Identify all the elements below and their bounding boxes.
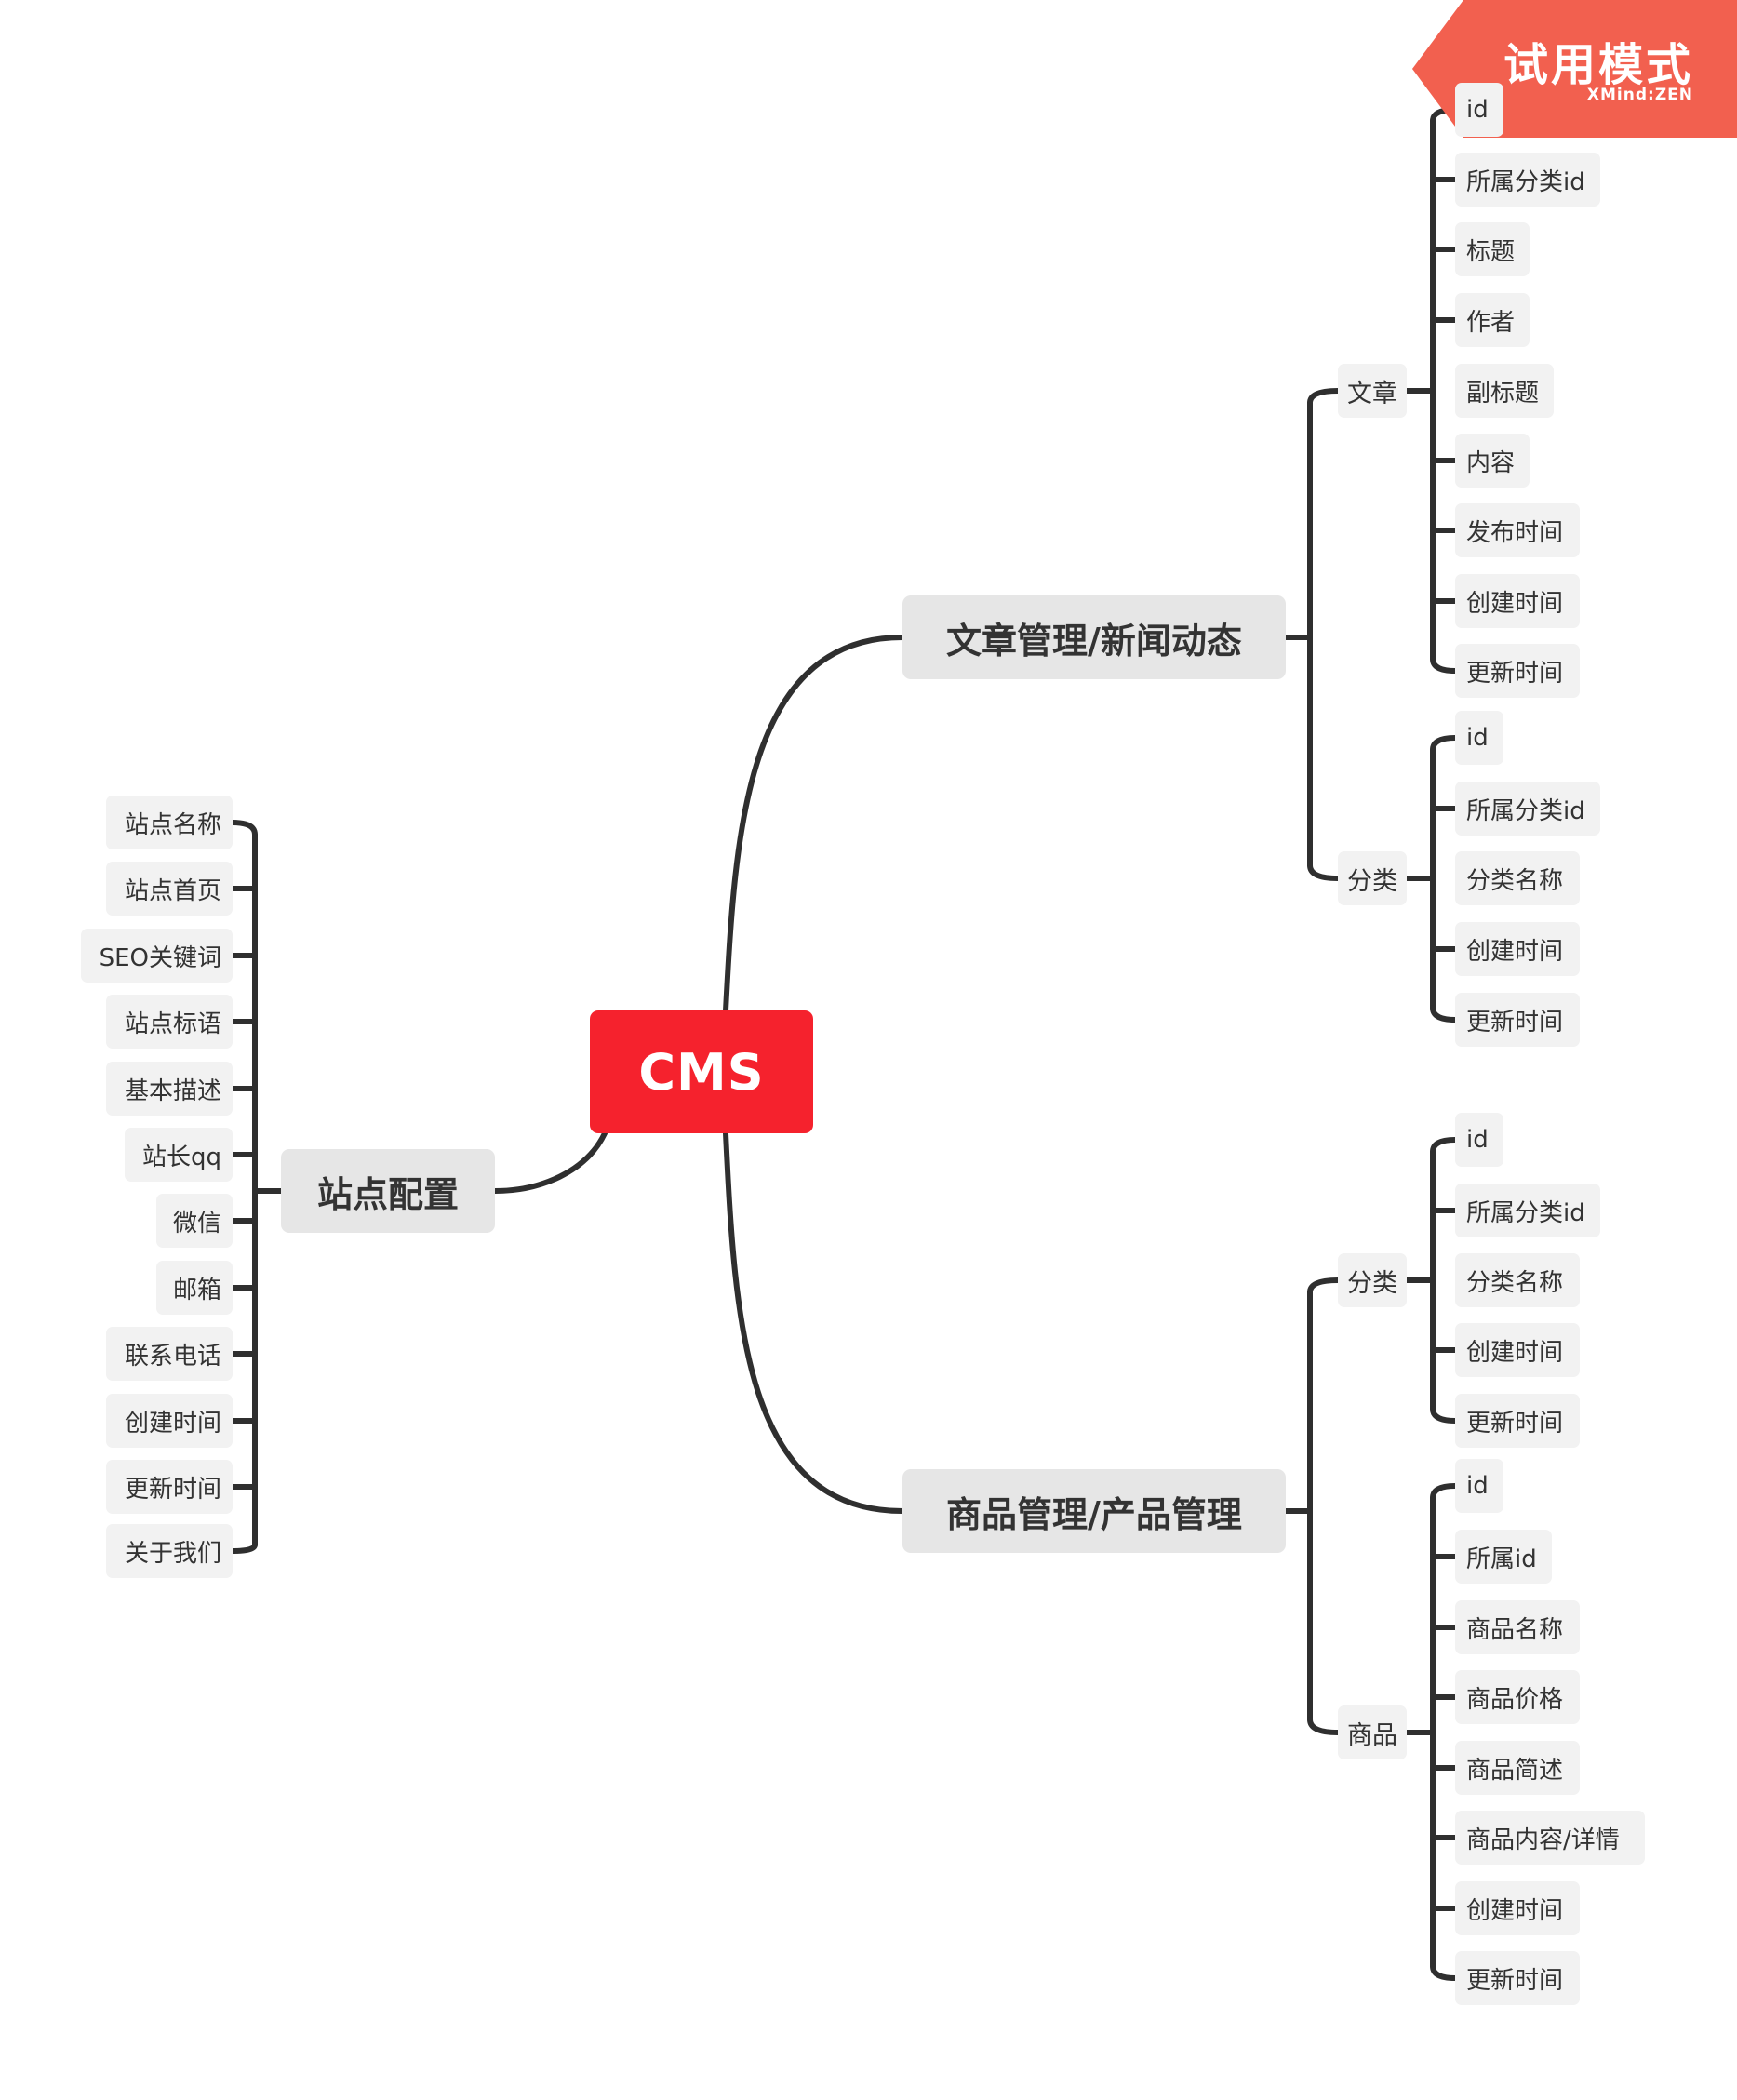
leaf-about-us[interactable]: 关于我们 xyxy=(106,1524,233,1578)
leaf-basic-description[interactable]: 基本描述 xyxy=(106,1062,233,1116)
main-topic-product-management[interactable]: 商品管理/产品管理 xyxy=(902,1469,1286,1553)
subtopic-product-category[interactable]: 分类 xyxy=(1338,1253,1407,1307)
leaf-article-cat-name[interactable]: 分类名称 xyxy=(1455,851,1580,905)
leaf-product-id[interactable]: id xyxy=(1455,1459,1503,1513)
leaf-article-publish-time[interactable]: 发布时间 xyxy=(1455,503,1580,557)
leaf-wechat[interactable]: 微信 xyxy=(156,1194,233,1248)
leaf-email[interactable]: 邮箱 xyxy=(156,1261,233,1315)
leaf-contact-phone[interactable]: 联系电话 xyxy=(106,1327,233,1381)
main-topic-article-management[interactable]: 文章管理/新闻动态 xyxy=(902,595,1286,679)
trial-mode-title: 试用模式 xyxy=(1503,39,1693,91)
leaf-site-created-time[interactable]: 创建时间 xyxy=(106,1394,233,1448)
main-topic-site-config[interactable]: 站点配置 xyxy=(281,1149,495,1233)
subtopic-article-category[interactable]: 分类 xyxy=(1338,851,1407,905)
leaf-site-name[interactable]: 站点名称 xyxy=(106,796,233,849)
subtopic-article[interactable]: 文章 xyxy=(1338,364,1407,418)
leaf-product-created-time[interactable]: 创建时间 xyxy=(1455,1881,1580,1935)
leaf-product-updated-time[interactable]: 更新时间 xyxy=(1455,1951,1580,2005)
leaf-product-summary[interactable]: 商品简述 xyxy=(1455,1741,1580,1795)
leaf-product-parent-id[interactable]: 所属id xyxy=(1455,1530,1552,1584)
leaf-seo-keywords[interactable]: SEO关键词 xyxy=(81,929,233,983)
leaf-site-slogan[interactable]: 站点标语 xyxy=(106,995,233,1049)
leaf-article-cat-parent-id[interactable]: 所属分类id xyxy=(1455,782,1600,836)
leaf-admin-qq[interactable]: 站长qq xyxy=(125,1128,233,1182)
leaf-product-cat-created-time[interactable]: 创建时间 xyxy=(1455,1323,1580,1377)
subtopic-product[interactable]: 商品 xyxy=(1338,1705,1407,1759)
leaf-site-homepage[interactable]: 站点首页 xyxy=(106,862,233,916)
leaf-site-updated-time[interactable]: 更新时间 xyxy=(106,1460,233,1514)
leaf-article-cat-id[interactable]: id xyxy=(1455,711,1503,765)
leaf-article-cat-updated-time[interactable]: 更新时间 xyxy=(1455,993,1580,1047)
leaf-article-subtitle[interactable]: 副标题 xyxy=(1455,364,1554,418)
leaf-product-cat-updated-time[interactable]: 更新时间 xyxy=(1455,1394,1580,1448)
leaf-article-title[interactable]: 标题 xyxy=(1455,222,1530,276)
leaf-article-cat-created-time[interactable]: 创建时间 xyxy=(1455,922,1580,976)
leaf-article-updated-time[interactable]: 更新时间 xyxy=(1455,644,1580,698)
leaf-article-author[interactable]: 作者 xyxy=(1455,293,1530,347)
leaf-product-name[interactable]: 商品名称 xyxy=(1455,1600,1580,1654)
leaf-product-cat-id[interactable]: id xyxy=(1455,1113,1503,1167)
leaf-article-id[interactable]: id xyxy=(1455,83,1503,137)
leaf-article-content[interactable]: 内容 xyxy=(1455,434,1530,488)
leaf-product-details[interactable]: 商品内容/详情 xyxy=(1455,1811,1645,1865)
leaf-product-cat-name[interactable]: 分类名称 xyxy=(1455,1253,1580,1307)
leaf-article-created-time[interactable]: 创建时间 xyxy=(1455,574,1580,628)
leaf-product-cat-parent-id[interactable]: 所属分类id xyxy=(1455,1184,1600,1237)
central-topic-cms[interactable]: CMS xyxy=(590,1010,813,1133)
xmind-brand-label: XMind:ZEN xyxy=(1586,86,1693,104)
leaf-product-price[interactable]: 商品价格 xyxy=(1455,1670,1580,1724)
leaf-article-category-id[interactable]: 所属分类id xyxy=(1455,153,1600,207)
trial-mode-banner: 试用模式 XMind:ZEN xyxy=(1412,0,1737,138)
